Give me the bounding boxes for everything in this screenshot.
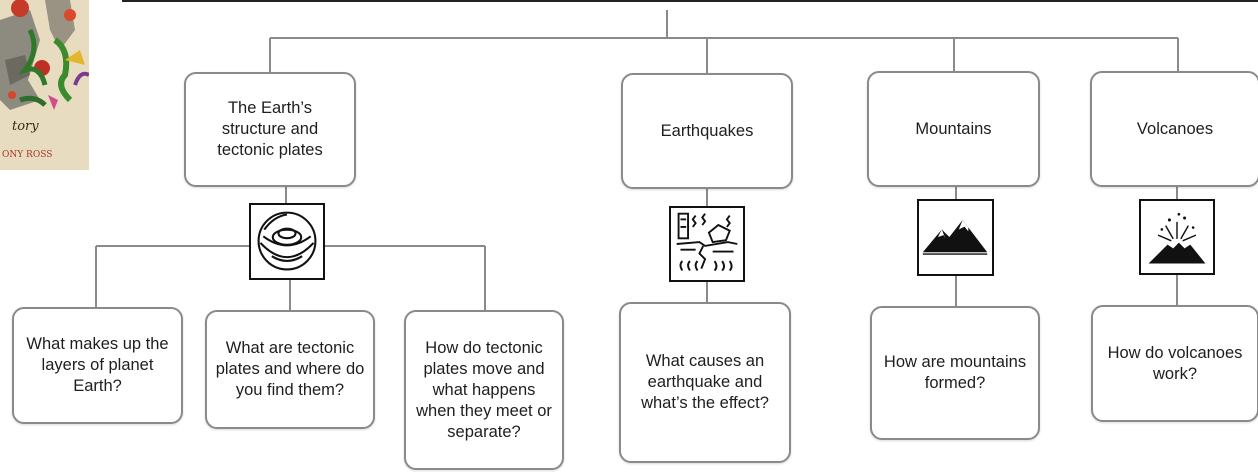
question-box-volcanoes-work: How do volcanoes work? — [1091, 305, 1258, 422]
topic-box-earthquakes: Earthquakes — [621, 73, 793, 189]
question-label: How do tectonic plates move and what hap… — [416, 338, 552, 441]
question-box-earth-layers: What makes up the layers of planet Earth… — [12, 307, 183, 424]
topic-label: Mountains — [915, 119, 992, 138]
question-label: What are tectonic plates and where do yo… — [215, 339, 365, 399]
topic-box-mountains: Mountains — [867, 71, 1040, 187]
topic-label: The Earth’s structure and tectonic plate… — [217, 99, 323, 159]
book-cover-text-1: tory — [12, 119, 39, 134]
book-cover-image: tory ONY ROSS — [0, 0, 89, 170]
earthquake-icon — [669, 206, 745, 282]
question-label: What causes an earthquake and what’s the… — [641, 352, 769, 412]
question-label: How do volcanoes work? — [1107, 343, 1243, 383]
question-box-tectonic-plates: What are tectonic plates and where do yo… — [205, 310, 375, 429]
question-box-plate-movement: How do tectonic plates move and what hap… — [404, 310, 564, 470]
volcano-icon — [1139, 199, 1215, 275]
question-box-mountains-formed: How are mountains formed? — [870, 306, 1040, 440]
question-label: What makes up the layers of planet Earth… — [26, 335, 169, 395]
question-label: How are mountains formed? — [883, 353, 1027, 392]
question-box-earthquake-cause: What causes an earthquake and what’s the… — [619, 302, 791, 463]
earth-layers-icon — [249, 203, 325, 280]
mountains-icon — [917, 199, 994, 276]
topic-label: Volcanoes — [1136, 119, 1214, 138]
topic-label: Earthquakes — [660, 121, 754, 140]
topic-box-volcanoes: Volcanoes — [1090, 71, 1258, 187]
top-divider — [122, 0, 1258, 2]
book-cover-text-2: ONY ROSS — [2, 150, 52, 160]
topic-box-earth-structure: The Earth’s structure and tectonic plate… — [184, 72, 356, 187]
